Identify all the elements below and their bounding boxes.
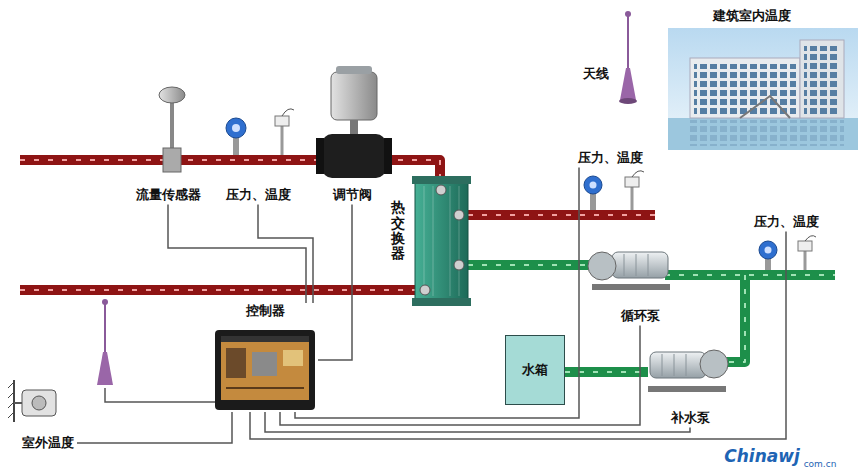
- pipe: [20, 160, 835, 372]
- building-photo: [668, 28, 858, 150]
- node-text: 水箱: [522, 362, 548, 379]
- signal-wire: [318, 204, 352, 360]
- valve-symbol: [316, 66, 392, 178]
- node-text: 循环泵: [621, 308, 660, 323]
- node-text: 压力、温度: [578, 150, 643, 165]
- antenna-label: 天线: [583, 66, 609, 82]
- signal-wire: [77, 412, 232, 443]
- pressure-gauge-symbol: [759, 241, 777, 270]
- sensor-label: 压力、温度: [223, 186, 294, 205]
- heat-exchanger-symbol: [412, 176, 471, 306]
- node-text: 热交换器: [391, 200, 405, 262]
- pump-symbol: [648, 350, 728, 392]
- node-text: 调节阀: [333, 187, 372, 202]
- node-text: 室外温度: [22, 435, 74, 450]
- valve-label: 调节阀: [330, 186, 375, 205]
- controller-device: [215, 330, 315, 410]
- antenna-symbol: [97, 299, 215, 402]
- watermark: Chinawj: [724, 446, 800, 466]
- flow-sensor-symbol: [159, 87, 185, 172]
- signal-wire: [280, 325, 640, 425]
- temperature-sensor-symbol: [625, 171, 644, 210]
- pump-label: 补水泵: [668, 409, 713, 428]
- controller-node: 控制器: [212, 303, 318, 412]
- pump-label: 循环泵: [618, 307, 663, 326]
- sensor-label: 室外温度: [19, 434, 77, 453]
- temperature-sensor-symbol: [275, 109, 294, 155]
- signal-wire: [168, 204, 306, 303]
- node-text: 压力、温度: [754, 214, 819, 229]
- signal-wire: [250, 231, 786, 439]
- heat-exchanger-label: 热交换器: [389, 198, 407, 264]
- sensor-label: 压力、温度: [575, 149, 646, 168]
- water-tank-box: 水箱: [505, 335, 565, 405]
- outdoor-sensor-symbol: [8, 380, 56, 422]
- pump-symbol: [588, 252, 670, 290]
- signal-wire: [295, 167, 579, 418]
- node-text: 补水泵: [671, 410, 710, 425]
- temperature-sensor-symbol: [798, 236, 816, 270]
- watermark: com.cn: [804, 459, 837, 470]
- sensor-label: 流量传感器: [133, 186, 204, 205]
- signal-wire: [265, 412, 690, 432]
- node-text: 压力、温度: [226, 187, 291, 202]
- pressure-gauge-symbol: [226, 118, 246, 155]
- photo-caption: 建筑室内温度: [713, 8, 791, 24]
- node-text: 控制器: [212, 303, 318, 320]
- sensor-label: 压力、温度: [751, 213, 822, 232]
- node-text: 流量传感器: [136, 187, 201, 202]
- signal-wire: [258, 204, 313, 303]
- pressure-gauge-symbol: [584, 176, 602, 210]
- antenna-symbol: [619, 11, 637, 104]
